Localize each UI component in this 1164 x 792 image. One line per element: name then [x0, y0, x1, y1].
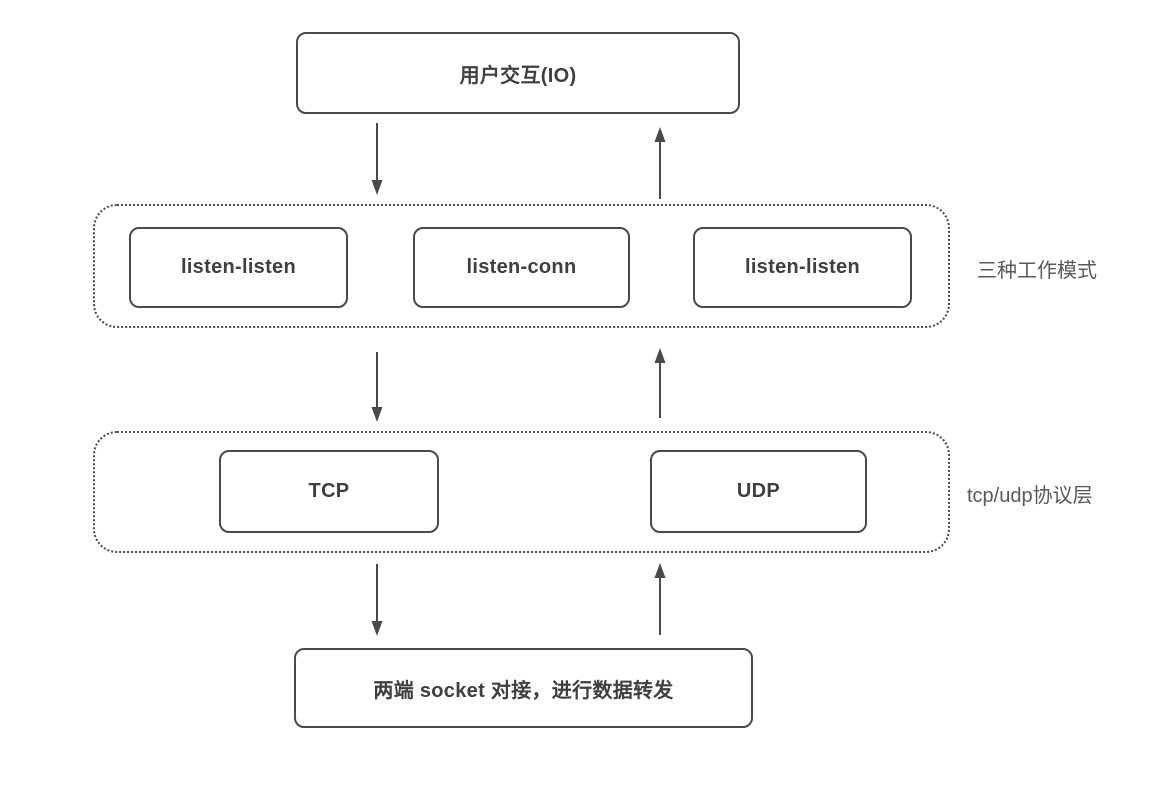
node-listen-conn-label: listen-conn [466, 256, 577, 278]
node-tcp: TCP [219, 450, 439, 533]
modes-layer-label: 三种工作模式 [977, 260, 1097, 282]
arrow-down-modes-to-protocol-icon [371, 352, 383, 422]
modes-layer-container: listen-listen listen-conn listen-listen [93, 204, 950, 328]
node-user-io-label: 用户交互(IO) [459, 64, 577, 87]
node-listen-listen-1-label: listen-listen [180, 256, 297, 278]
arrow-up-protocol-to-modes-icon [654, 348, 666, 418]
node-listen-listen-2-label: listen-listen [744, 256, 861, 278]
node-socket-forward: 两端 socket 对接，进行数据转发 [294, 648, 753, 728]
node-user-io: 用户交互(IO) [296, 32, 740, 114]
protocol-layer-container: TCP UDP [93, 431, 950, 553]
node-listen-conn: listen-conn [413, 227, 630, 308]
node-udp-label: UDP [736, 480, 781, 502]
arrow-up-modes-to-io-icon [654, 127, 666, 199]
node-udp: UDP [650, 450, 867, 533]
node-tcp-label: TCP [308, 480, 350, 502]
arrow-down-io-to-modes-icon [371, 123, 383, 195]
node-listen-listen-2: listen-listen [693, 227, 912, 308]
node-listen-listen-1: listen-listen [129, 227, 348, 308]
arrow-up-socket-to-protocol-icon [654, 563, 666, 635]
node-socket-forward-label: 两端 socket 对接，进行数据转发 [373, 679, 674, 702]
arrow-down-protocol-to-socket-icon [371, 564, 383, 636]
protocol-layer-label: tcp/udp协议层 [967, 485, 1093, 507]
